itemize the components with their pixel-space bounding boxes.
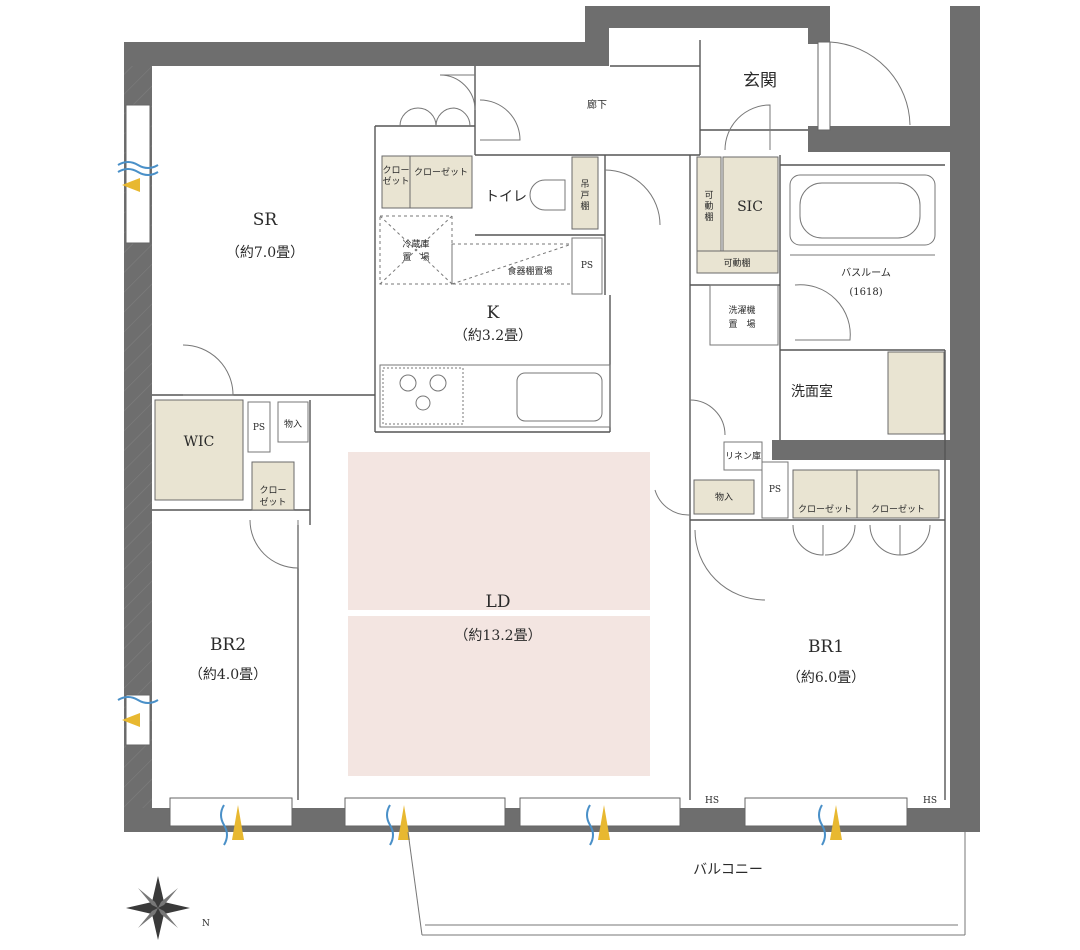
ld-floor (348, 452, 650, 776)
monoire-label-b: 物入 (715, 491, 733, 503)
fridge-label-b: 置 場 (402, 251, 429, 263)
kitchen-zones (247, 215, 789, 519)
kadoudana-label: 可動棚 (723, 257, 750, 269)
br2-size: （約4.0畳） (189, 667, 267, 683)
ps-wic-label: PS (253, 423, 265, 433)
closet-br2-label-a: クロー (259, 485, 286, 496)
fixture-boxes (154, 155, 945, 519)
kadou-label-a: 可 (704, 190, 713, 201)
ld-size: （約13.2畳） (454, 628, 541, 644)
hs-left-label: HS (705, 796, 719, 806)
north-label: N (202, 919, 210, 929)
br1-name: BR1 (808, 637, 844, 657)
wic-label: WIC (184, 434, 215, 450)
closet-small-label-b: ゼット (382, 175, 409, 187)
senmen-label: 洗面室 (791, 383, 833, 400)
bathroom-label: バスルーム (841, 267, 891, 279)
kitchen-counter (379, 364, 611, 428)
interior-walls (152, 40, 966, 936)
hs-right-label: HS (923, 796, 937, 806)
closet-br1-label-a: クローゼット (798, 503, 852, 515)
balcony-label: バルコニー (693, 862, 763, 878)
sr-size: （約7.0畳） (226, 245, 304, 261)
kadou-label-c: 棚 (704, 211, 713, 223)
genkan-label: 玄関 (743, 71, 777, 91)
toilet-label: トイレ (485, 189, 527, 205)
monoire-label-a: 物入 (284, 418, 302, 430)
k-name: K (487, 303, 500, 323)
tsurido-label-a: 吊 (580, 179, 589, 190)
closet-br2-label-b: ゼット (259, 496, 286, 508)
compass-icon: N (126, 876, 210, 940)
sentakuki-label-b: 置 場 (728, 318, 755, 330)
bath-size: (1618) (849, 287, 882, 298)
bathtub (789, 174, 936, 256)
kadou-label-b: 動 (704, 201, 713, 212)
br2-name: BR2 (210, 635, 246, 655)
linen-label: リネン庫 (725, 450, 761, 462)
closet-label: クローゼット (414, 166, 468, 178)
windows (125, 41, 908, 827)
fridge-label-a: 冷蔵庫 (402, 238, 429, 250)
shokki-label: 食器棚置場 (507, 265, 552, 277)
sr-name: SR (253, 210, 279, 230)
ld-name: LD (486, 592, 511, 612)
door-swings (182, 41, 931, 601)
closet-small-label-a: クロー (382, 165, 409, 176)
sentakuki-label-a: 洗濯機 (728, 304, 755, 316)
k-size: （約3.2畳） (454, 328, 532, 344)
closet-br1-label-b: クローゼット (871, 503, 925, 515)
ps-kitchen-label: PS (581, 261, 593, 271)
ps-br1-label: PS (769, 485, 781, 495)
sic-label: SIC (737, 199, 763, 215)
toilet-fixture (529, 179, 566, 211)
roka-label: 廊下 (587, 98, 607, 111)
tsurido-label-c: 棚 (580, 200, 589, 212)
tsurido-label-b: 戸 (580, 190, 589, 201)
br1-size: （約6.0畳） (787, 670, 865, 686)
ventilation-markers (117, 161, 842, 846)
